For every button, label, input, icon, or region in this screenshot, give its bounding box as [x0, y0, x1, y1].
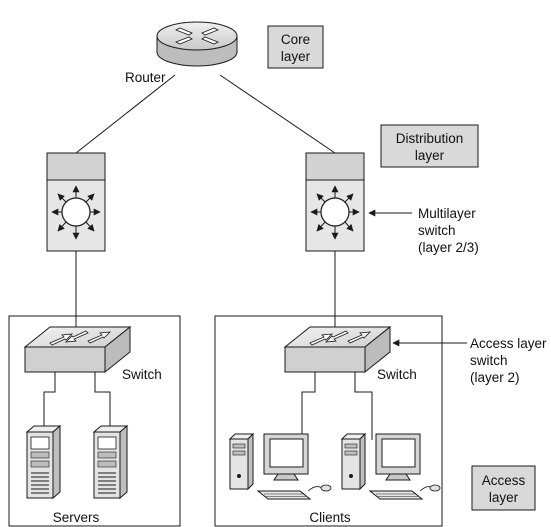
- multilayer-label-line1: Multilayer: [418, 206, 476, 221]
- router-icon: [156, 21, 238, 67]
- core-layer-line1: Core: [281, 32, 310, 47]
- desktop-computer-icon: [228, 432, 332, 500]
- server-icon: [25, 424, 62, 500]
- server-icon: [92, 424, 129, 500]
- servers-label: Servers: [53, 510, 100, 525]
- core-layer-box: Core layer: [267, 25, 324, 69]
- clients-label: Clients: [309, 510, 351, 525]
- switch-left-label: Switch: [122, 367, 162, 382]
- link-router-left: [75, 74, 176, 154]
- link-switch-server2: [94, 372, 111, 430]
- switch-right-label: Switch: [377, 367, 417, 382]
- link-switch-client1: [301, 372, 316, 440]
- multilayer-switch-icon: [310, 185, 360, 240]
- link-switch-client2: [354, 372, 373, 440]
- access-layer-box: Access layer: [471, 465, 536, 511]
- core-layer-line2: layer: [281, 49, 311, 64]
- access-group-right: [214, 315, 443, 527]
- access-layer-line1: Access: [482, 473, 526, 488]
- distribution-layer-box: Distribution layer: [380, 124, 479, 168]
- multilayer-label-line2: switch: [418, 223, 456, 238]
- multilayer-switch-left: [46, 152, 106, 252]
- router-label: Router: [125, 70, 166, 85]
- desktop-computer-icon: [340, 432, 441, 500]
- switch-icon: [23, 325, 132, 374]
- multilayer-label-line3: (layer 2/3): [418, 240, 479, 255]
- distribution-layer-line1: Distribution: [396, 131, 464, 146]
- multilayer-switch-right: [305, 152, 365, 252]
- links: [43, 74, 373, 440]
- access-switch-label-line1: Access layer: [470, 336, 547, 351]
- access-group-left: [8, 315, 181, 527]
- access-switch-label-line2: switch: [470, 353, 508, 368]
- link-router-right: [219, 74, 336, 154]
- switch-icon: [283, 325, 392, 374]
- access-layer-line2: layer: [489, 490, 519, 505]
- distribution-layer-line2: layer: [415, 148, 445, 163]
- multilayer-switch-icon: [51, 185, 101, 240]
- link-switch-server1: [43, 372, 56, 430]
- access-switch-label-line3: (layer 2): [470, 370, 520, 385]
